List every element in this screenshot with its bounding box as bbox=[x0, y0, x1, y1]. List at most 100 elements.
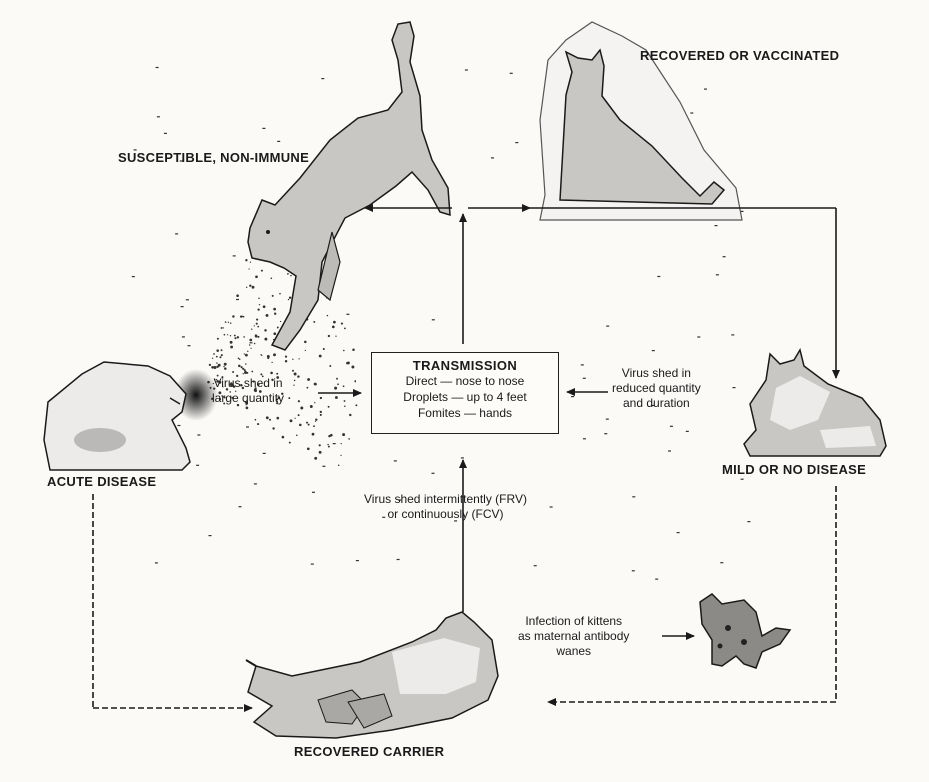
virus-particle bbox=[320, 397, 322, 399]
virus-particle bbox=[343, 385, 345, 387]
virus-particle bbox=[606, 419, 609, 420]
virus-particle bbox=[274, 313, 276, 315]
virus-particle bbox=[351, 366, 354, 369]
virus-particle bbox=[356, 560, 359, 561]
virus-particle bbox=[333, 321, 336, 324]
virus-particle bbox=[307, 447, 310, 450]
note-line: reduced quantity bbox=[612, 381, 701, 396]
virus-particle bbox=[333, 443, 336, 444]
virus-particle bbox=[244, 353, 245, 354]
transmission-line-direct: Direct — nose to nose bbox=[372, 373, 558, 389]
virus-particle bbox=[211, 366, 214, 369]
virus-particle bbox=[510, 73, 513, 74]
virus-particle bbox=[571, 396, 574, 397]
virus-particle bbox=[322, 466, 325, 467]
virus-particle bbox=[657, 276, 660, 277]
virus-particle bbox=[581, 364, 584, 365]
virus-particle bbox=[214, 366, 217, 369]
virus-particle bbox=[604, 433, 607, 434]
virus-particle bbox=[314, 383, 317, 386]
virus-particle bbox=[243, 373, 244, 374]
virus-particle bbox=[280, 321, 281, 322]
virus-particle bbox=[312, 492, 315, 493]
virus-particle bbox=[256, 319, 258, 321]
virus-particle bbox=[668, 450, 671, 451]
virus-particle bbox=[255, 335, 258, 338]
virus-particle bbox=[186, 299, 189, 300]
virus-particle bbox=[338, 464, 340, 466]
virus-particle bbox=[305, 350, 306, 351]
virus-particle bbox=[397, 559, 400, 560]
virus-particle bbox=[394, 460, 397, 461]
virus-particle bbox=[266, 416, 269, 419]
virus-particle bbox=[240, 315, 242, 317]
virus-particle bbox=[264, 329, 266, 331]
virus-particle bbox=[606, 326, 609, 327]
label-susceptible: SUSCEPTIBLE, NON-IMMUNE bbox=[118, 150, 309, 165]
virus-particle bbox=[257, 326, 259, 328]
virus-particle bbox=[188, 345, 191, 346]
virus-particle bbox=[273, 308, 276, 311]
virus-particle bbox=[312, 433, 315, 436]
acute-disease-cat-illustration bbox=[44, 362, 190, 470]
note-line: Virus shed in bbox=[612, 366, 701, 381]
virus-particle bbox=[216, 356, 218, 358]
virus-particle bbox=[348, 438, 350, 440]
virus-particle bbox=[583, 378, 586, 379]
virus-particle bbox=[352, 348, 355, 351]
virus-particle bbox=[290, 275, 292, 277]
virus-particle bbox=[534, 565, 537, 566]
virus-particle bbox=[704, 89, 707, 90]
virus-particle bbox=[270, 372, 273, 375]
virus-particle bbox=[213, 353, 215, 355]
virus-particle bbox=[245, 354, 248, 357]
virus-particle bbox=[319, 451, 322, 454]
virus-particle bbox=[293, 385, 294, 386]
virus-particle bbox=[697, 336, 700, 337]
virus-particle bbox=[216, 349, 219, 352]
virus-particle bbox=[260, 354, 261, 355]
virus-particle bbox=[249, 285, 251, 287]
virus-particle bbox=[332, 326, 335, 329]
virus-particle bbox=[227, 334, 228, 335]
note-kitten-infection: Infection of kittens as maternal antibod… bbox=[518, 614, 629, 659]
virus-particle bbox=[217, 338, 219, 340]
virus-particle bbox=[315, 421, 316, 422]
virus-particle bbox=[209, 364, 211, 366]
virus-particle bbox=[320, 414, 322, 416]
virus-particle bbox=[250, 261, 251, 262]
virus-particle bbox=[323, 348, 325, 350]
virus-particle bbox=[237, 336, 239, 338]
virus-particle bbox=[252, 286, 255, 289]
virus-particle bbox=[583, 438, 586, 439]
kitten-illustration bbox=[700, 594, 790, 668]
note-line: wanes bbox=[518, 644, 629, 659]
virus-particle bbox=[328, 335, 330, 337]
virus-particle bbox=[306, 422, 308, 424]
virus-particle bbox=[335, 396, 338, 399]
virus-particle bbox=[314, 402, 315, 403]
virus-particle bbox=[320, 411, 322, 413]
virus-particle bbox=[289, 296, 291, 298]
virus-particle bbox=[258, 336, 260, 338]
virus-particle bbox=[261, 270, 263, 272]
virus-particle bbox=[219, 356, 221, 358]
virus-particle bbox=[241, 366, 243, 368]
virus-particle bbox=[720, 562, 723, 563]
susceptible-cat-illustration bbox=[248, 22, 450, 350]
virus-particle bbox=[244, 369, 246, 371]
virus-particle bbox=[157, 116, 160, 117]
virus-particle bbox=[259, 304, 260, 305]
virus-particle bbox=[239, 506, 242, 507]
recovered-carrier-cat-illustration bbox=[246, 612, 498, 738]
virus-particle bbox=[254, 483, 257, 484]
transmission-title: TRANSMISSION bbox=[372, 358, 558, 373]
virus-particle bbox=[715, 225, 718, 226]
virus-particle bbox=[230, 322, 232, 324]
virus-particle bbox=[550, 506, 553, 507]
note-large-quantity: Virus shed in large quantity bbox=[212, 376, 284, 406]
virus-particle bbox=[655, 579, 658, 580]
virus-particle bbox=[296, 435, 298, 437]
virus-particle bbox=[741, 479, 744, 480]
virus-particle bbox=[230, 335, 231, 336]
